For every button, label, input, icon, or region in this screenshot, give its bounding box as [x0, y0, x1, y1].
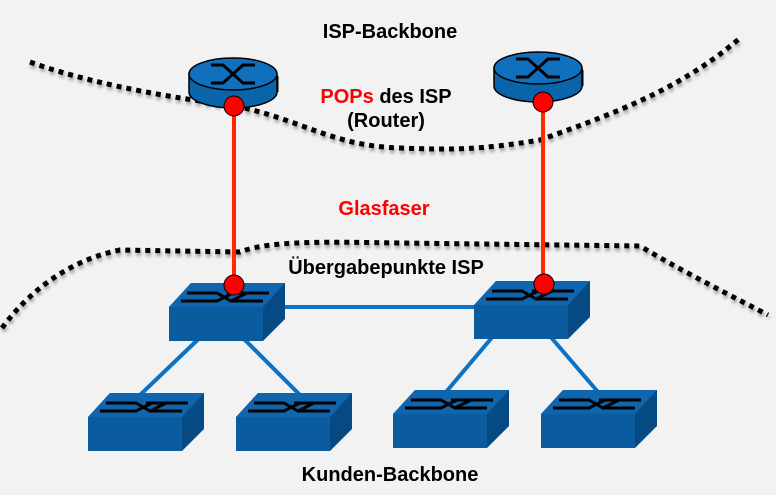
handover-switch-right-icon[interactable] [472, 279, 592, 341]
pop-label-rest: des ISP [373, 86, 452, 108]
customer-backbone-title: Kunden-Backbone [301, 464, 479, 486]
handover-boundary-line [0, 239, 770, 330]
pop-label-highlight: POPs [320, 86, 374, 108]
isp-boundary-line [29, 36, 742, 152]
customer-switch-2-icon[interactable] [234, 391, 354, 453]
customer-switch-3-icon[interactable] [391, 388, 511, 450]
port-router-left [223, 95, 245, 117]
handover-label: Übergabepunkte ISP [288, 257, 484, 279]
customer-switch-1-icon[interactable] [86, 391, 206, 453]
isp-backbone-title: ISP-Backbone [322, 21, 458, 43]
pop-label: POPs des ISP (Router) [320, 85, 451, 133]
customer-switch-4-icon[interactable] [539, 388, 659, 450]
port-handover-right [533, 273, 555, 295]
port-router-right [532, 91, 554, 113]
fiber-label: Glasfaser [338, 198, 430, 220]
pop-label-line2: (Router) [347, 110, 425, 132]
port-handover-left [223, 274, 245, 296]
